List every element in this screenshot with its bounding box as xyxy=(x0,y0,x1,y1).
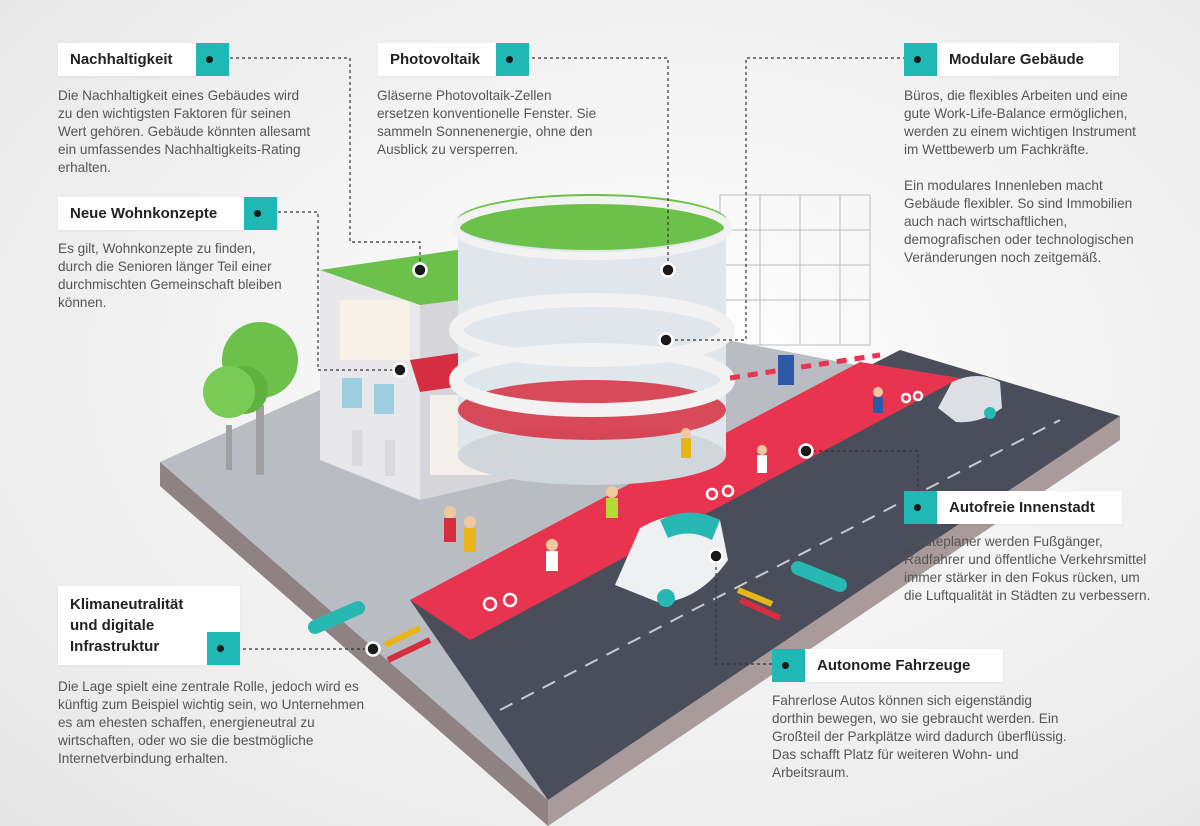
leader-lines xyxy=(218,57,919,665)
callout-photovoltaik-text: Gläserne Photovoltaik-Zellen ersetzen ko… xyxy=(377,88,597,157)
callout-innenstadt-title: Autofreie Innenstadt xyxy=(937,491,1122,524)
callout-innenstadt-text: Städteplaner werden Fußgänger, Radfahrer… xyxy=(904,534,1151,603)
callout-marker-icon xyxy=(904,491,937,524)
autonomous-car-icon xyxy=(938,376,1002,423)
modular-wireframe xyxy=(719,194,871,346)
hotspot-markers xyxy=(365,262,814,657)
charging-station-icon xyxy=(385,440,395,476)
road xyxy=(410,350,1120,800)
callout-title: Neue Wohnkonzepte xyxy=(70,205,218,222)
callout-autonome-text: Fahrerlose Autos können sich eigenständi… xyxy=(772,693,1067,780)
callout-photovoltaik-title: Photovoltaik xyxy=(378,43,496,76)
parking-sign-icon xyxy=(778,355,794,385)
callout-modulare-text: Büros, die flexibles Arbeiten und eine g… xyxy=(904,87,1154,285)
blue-window xyxy=(342,378,362,408)
tower-green-roof xyxy=(456,194,728,250)
road-marking xyxy=(499,419,1061,711)
callout-title: Nachhaltigkeit xyxy=(70,51,173,68)
glass-tower-base xyxy=(458,425,726,485)
callout-marker-icon xyxy=(196,43,229,76)
tree-icon xyxy=(203,322,298,475)
callout-title-line: und digitale xyxy=(70,617,155,634)
callout-klima-text: Die Lage spielt eine zentrale Rolle, jed… xyxy=(58,679,365,766)
bike-lane-symbol xyxy=(482,390,924,612)
callout-title: Autonome Fahrzeuge xyxy=(817,657,971,674)
callout-marker-icon xyxy=(772,649,805,682)
callout-modulare-title: Modulare Gebäude xyxy=(937,43,1119,76)
tower-floor-ring xyxy=(449,293,735,367)
infrastructure-pipes xyxy=(308,561,847,663)
callout-nachhaltigkeit-text: Die Nachhaltigkeit eines Gebäudes wird z… xyxy=(58,88,311,175)
callout-marker-icon xyxy=(244,197,277,230)
callout-title: Modulare Gebäude xyxy=(949,51,1085,68)
autonomous-car-icon xyxy=(615,512,728,607)
callout-marker-icon xyxy=(207,632,240,665)
callout-wohnkonzepte-title: Neue Wohnkonzepte xyxy=(58,197,244,230)
tower-floor-ring xyxy=(449,343,735,417)
tower-roof-edge xyxy=(452,196,732,260)
callout-marker-icon xyxy=(904,43,937,76)
callout-wohnkonzepte-text: Es gilt, Wohnkonzepte zu finden, durch d… xyxy=(58,241,282,310)
callout-nachhaltigkeit-title: Nachhaltigkeit xyxy=(58,43,196,76)
charging-station-icon xyxy=(352,430,362,466)
callout-autonome-title: Autonome Fahrzeuge xyxy=(805,649,1003,682)
barrier xyxy=(729,352,881,381)
callout-title-line: Klimaneutralität xyxy=(70,596,184,613)
callout-title: Autofreie Innenstadt xyxy=(949,499,1095,516)
callout-title-line: Infrastruktur xyxy=(70,638,160,655)
platform-left-face xyxy=(160,462,548,826)
blue-window xyxy=(374,384,394,414)
callout-paragraph: Ein modulares Innenleben macht Gebäude f… xyxy=(904,178,1134,265)
pedestrian-figures xyxy=(444,387,883,571)
apartment-window xyxy=(340,300,410,360)
callout-title: Photovoltaik xyxy=(390,51,481,68)
callout-paragraph: Büros, die flexibles Arbeiten und eine g… xyxy=(904,88,1136,157)
callout-marker-icon xyxy=(496,43,529,76)
